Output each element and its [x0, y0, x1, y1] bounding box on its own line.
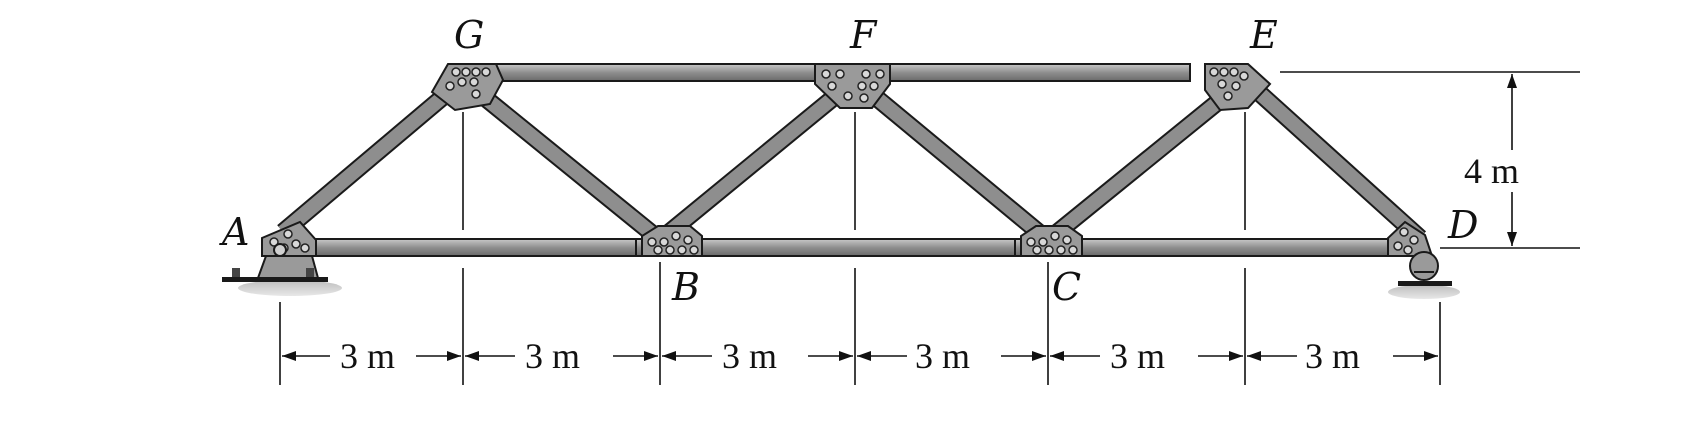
member-BF — [655, 74, 860, 246]
member-ED — [1240, 74, 1425, 244]
bolts — [269, 67, 1419, 255]
truss-members — [277, 63, 1427, 257]
member-AB — [279, 238, 643, 257]
member-AG — [278, 74, 468, 238]
joint-label-C: C — [1052, 265, 1081, 309]
span-dimension-4: 3 m — [915, 336, 970, 376]
member-GB — [458, 74, 665, 246]
height-dimension: 4 m — [1464, 151, 1519, 191]
joint-label-G: G — [454, 13, 484, 57]
member-GF — [459, 63, 823, 82]
span-dimension-2: 3 m — [525, 336, 580, 376]
member-FC — [850, 74, 1053, 246]
joint-label-F: F — [849, 13, 878, 57]
joint-label-B: B — [671, 265, 700, 309]
roller-support-D — [1388, 251, 1460, 299]
span-dimension-1: 3 m — [340, 336, 395, 376]
span-dimension-5: 3 m — [1110, 336, 1165, 376]
joint-label-E: E — [1249, 13, 1278, 57]
gusset-plate-F — [814, 63, 891, 109]
joint-label-A: A — [219, 210, 249, 254]
pin-support-A — [222, 243, 342, 296]
span-dimension-3: 3 m — [722, 336, 777, 376]
dimension-arrows — [282, 74, 1517, 361]
span-dimension-6: 3 m — [1305, 336, 1360, 376]
member-CE — [1043, 74, 1250, 246]
joint-label-D: D — [1447, 203, 1478, 247]
